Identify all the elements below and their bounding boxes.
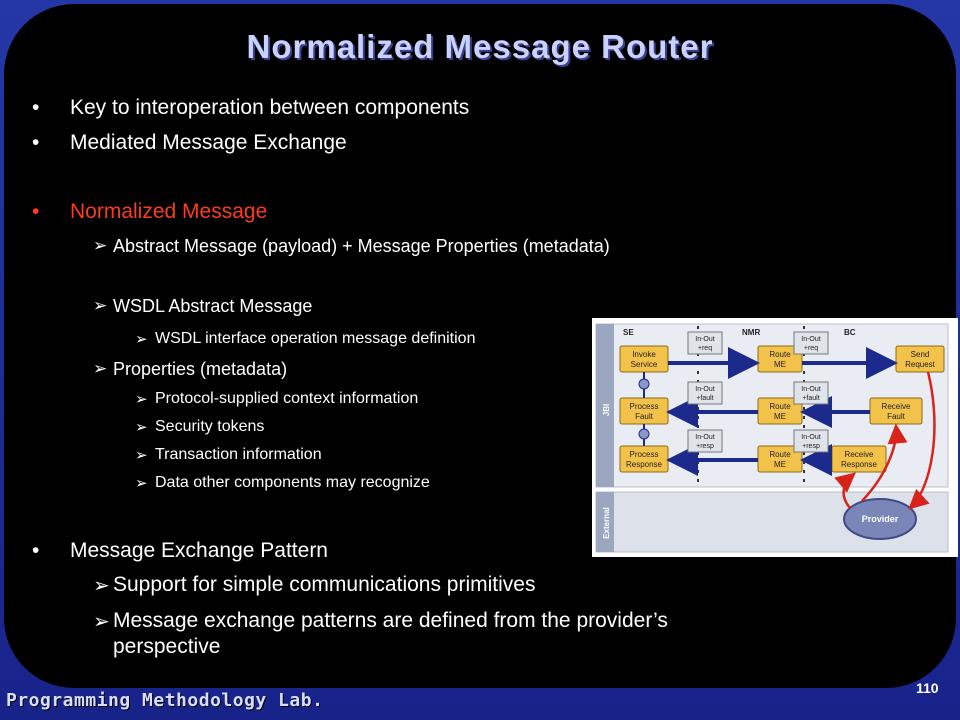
sub-properties: ➢ Properties (metadata) — [93, 359, 288, 380]
lab-footer-logo: Programming Methodology Lab. — [6, 690, 324, 711]
tag-resp-2-line2: +resp — [802, 443, 820, 450]
bullet-mediated-exchange: • Mediated Message Exchange — [32, 131, 347, 155]
external-side-bar — [596, 492, 614, 552]
tag-fault-1-line2: +fault — [696, 395, 713, 402]
sub-abstract-message: ➢ Abstract Message (payload) + Message P… — [93, 236, 610, 257]
pr-label-1: Process — [630, 450, 659, 459]
arrow-bullet-icon: ➢ — [135, 447, 148, 464]
rr-label-2: Response — [841, 460, 878, 469]
bullet-dot: • — [32, 96, 40, 119]
rf-label-1: Receive — [882, 402, 911, 411]
sub-text: WSDL Abstract Message — [113, 296, 313, 316]
se-node-1 — [638, 378, 650, 390]
jbi-side-bar — [596, 324, 614, 487]
provider-to-response-arrow — [834, 472, 856, 509]
bullet-text: Normalized Message — [70, 200, 268, 223]
bullet-dot: • — [32, 200, 40, 223]
sub2-text: Protocol-supplied context information — [155, 390, 419, 407]
tag-req-2-line1: In-Out — [801, 336, 821, 343]
tag-resp-2-line1: In-Out — [801, 434, 821, 441]
rf-label-2: Fault — [887, 412, 906, 421]
arrow-bullet-icon: ➢ — [93, 236, 108, 255]
route-label-3b: ME — [774, 460, 786, 469]
sub-simple-primitives: ➢ Support for simple communications prim… — [93, 573, 536, 597]
slide-title: Normalized Message Router — [246, 28, 714, 65]
sub2-transaction-info: ➢ Transaction information — [135, 446, 322, 464]
bullet-dot: • — [32, 131, 40, 154]
sub2-text: Security tokens — [155, 418, 265, 435]
sub2-data-other: ➢ Data other components may recognize — [135, 474, 430, 492]
tag-fault-2-line2: +fault — [802, 395, 819, 402]
send-label-2: Request — [905, 360, 936, 369]
bullet-normalized-message: • Normalized Message — [32, 200, 268, 224]
tag-req-2 — [793, 331, 829, 355]
bullet-text: Key to interoperation between components — [70, 96, 470, 119]
sub2-protocol-context: ➢ Protocol-supplied context information — [135, 390, 419, 408]
arrow-bullet-icon: ➢ — [93, 575, 110, 597]
arrow-bullet-icon: ➢ — [135, 391, 148, 408]
se-node-2 — [638, 428, 650, 440]
sub-text: Message exchange patterns are defined fr… — [113, 609, 668, 632]
invoke-label-2: Service — [631, 360, 658, 369]
arrow-bullet-icon: ➢ — [135, 419, 148, 436]
arrow-bullet-icon: ➢ — [135, 475, 148, 492]
tag-fault-1-line1: In-Out — [695, 386, 715, 393]
sub-wsdl-abstract: ➢ WSDL Abstract Message — [93, 296, 313, 317]
bullet-mep: • Message Exchange Pattern — [32, 539, 328, 563]
external-label: External — [602, 507, 611, 539]
tag-req-1-line1: In-Out — [695, 336, 715, 343]
sub-text: Properties (metadata) — [113, 359, 288, 379]
tag-fault-2-line1: In-Out — [801, 386, 821, 393]
rr-label-1: Receive — [845, 450, 874, 459]
send-to-provider-arrow — [908, 371, 936, 510]
tag-req-1-line2: +req — [698, 345, 712, 352]
page-number: 110 — [916, 680, 939, 696]
sub-text: Support for simple communications primit… — [113, 573, 536, 596]
bc-column-label: BC — [844, 328, 856, 337]
tag-resp-2 — [793, 429, 829, 453]
pr-label-2: Response — [626, 460, 663, 469]
route-label-1a: Route — [769, 350, 791, 359]
nmr-column-label: NMR — [742, 328, 760, 337]
tag-resp-1 — [687, 429, 723, 453]
route-label-3a: Route — [769, 450, 791, 459]
jbi-message-diagram: JBI External SE NMR BC Invoke Service Ro… — [592, 318, 958, 557]
provider-label: Provider — [862, 514, 899, 524]
invoke-label-1: Invoke — [632, 350, 656, 359]
bullet-text: Mediated Message Exchange — [70, 131, 347, 154]
sub-text: perspective — [113, 635, 221, 658]
sub2-security-tokens: ➢ Security tokens — [135, 418, 265, 436]
tag-fault-1 — [687, 381, 723, 405]
sub-provider-perspective: ➢ Message exchange patterns are defined … — [93, 609, 668, 633]
jbi-label: JBI — [602, 404, 611, 416]
se-column-label: SE — [623, 328, 634, 337]
tag-req-1 — [687, 331, 723, 355]
tag-resp-1-line2: +resp — [696, 443, 714, 450]
route-label-2a: Route — [769, 402, 791, 411]
route-label-1b: ME — [774, 360, 786, 369]
bullet-dot: • — [32, 539, 40, 562]
pf-label-2: Fault — [635, 412, 654, 421]
sub2-text: Transaction information — [155, 446, 322, 463]
diagram-svg: JBI External SE NMR BC Invoke Service Ro… — [592, 318, 958, 557]
pf-label-1: Process — [630, 402, 659, 411]
bullet-text: Message Exchange Pattern — [70, 539, 328, 562]
arrow-bullet-icon: ➢ — [135, 331, 148, 348]
sub-text: Abstract Message (payload) + Message Pro… — [113, 236, 610, 256]
sub2-text: WSDL interface operation message definit… — [155, 330, 476, 347]
provider-node — [843, 498, 917, 540]
tag-req-2-line2: +req — [804, 345, 818, 352]
route-label-2b: ME — [774, 412, 786, 421]
sub2-text: Data other components may recognize — [155, 474, 430, 491]
provider-to-fault-arrow — [861, 423, 908, 502]
tag-fault-2 — [793, 381, 829, 405]
arrow-bullet-icon: ➢ — [93, 611, 110, 633]
arrow-bullet-icon: ➢ — [93, 359, 108, 378]
bullet-key-interop: • Key to interoperation between componen… — [32, 96, 470, 120]
sub-provider-perspective-cont: perspective — [113, 635, 220, 659]
send-label-1: Send — [911, 350, 930, 359]
sub2-wsdl-interface: ➢ WSDL interface operation message defin… — [135, 330, 476, 348]
arrow-bullet-icon: ➢ — [93, 296, 108, 315]
tag-resp-1-line1: In-Out — [695, 434, 715, 441]
